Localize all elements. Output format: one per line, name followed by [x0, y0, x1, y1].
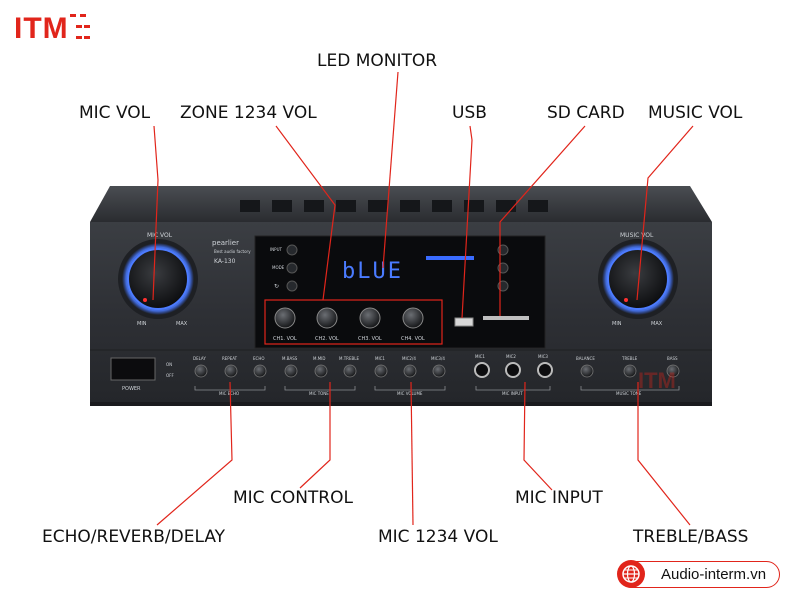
left-min-label: MIN	[137, 321, 147, 327]
display-button-mode-label: MODE	[272, 265, 285, 270]
logo-text: ITM	[14, 12, 69, 45]
watermark: ITM	[638, 368, 676, 393]
right-max-label: MAX	[651, 321, 663, 327]
power-label: POWER	[122, 386, 141, 392]
callout-mic-control: MIC CONTROL	[233, 488, 353, 508]
display-button-repeat-label: ↻	[274, 283, 279, 290]
knob-label-mic3: MIC3/4	[431, 356, 445, 361]
callout-usb: USB	[452, 103, 487, 123]
knob-label-treble: TREBLE	[621, 356, 638, 361]
brand-tagline: Best audio factory	[214, 249, 251, 254]
website-badge[interactable]: Audio-interm.vn	[617, 560, 780, 588]
knob-label-bass: BASS	[667, 356, 678, 361]
knob-label-echo: ECHO	[253, 356, 264, 361]
display-button-input-label: INPUT	[270, 247, 283, 252]
led-display-text: bLUE	[342, 259, 403, 284]
group-mic-input: MIC INPUT	[502, 391, 523, 396]
brand-name: pearlier	[212, 239, 239, 247]
callout-mic-1234-vol: MIC 1234 VOL	[378, 527, 498, 547]
itm-logo: ITM	[14, 14, 69, 44]
knob-label-balance: BALANCE	[576, 356, 595, 361]
knob-label-mic2: MIC2/4	[402, 356, 416, 361]
knob-label-delay: DELAY	[193, 356, 206, 361]
model-label: KA-130	[214, 258, 236, 265]
callout-zone-vol: ZONE 1234 VOL	[180, 103, 317, 123]
jack-label-mic2: MIC2	[506, 354, 516, 359]
knob-label-m-bass: M.BASS	[282, 356, 298, 361]
callout-mic-input: MIC INPUT	[515, 488, 603, 508]
callout-treble-bass: TREBLE/BASS	[633, 527, 749, 547]
callout-music-vol: MUSIC VOL	[648, 103, 743, 123]
group-music-tone: MUSIC TONE	[616, 391, 642, 396]
knob-label-mic1: MIC1	[375, 356, 385, 361]
left-knob-label: MIC VOL	[147, 232, 173, 239]
left-max-label: MAX	[176, 321, 188, 327]
jack-label-mic1: MIC1	[475, 354, 485, 359]
callout-echo-reverb-delay: ECHO/REVERB/DELAY	[42, 527, 226, 547]
callout-sd-card: SD CARD	[547, 103, 625, 123]
knob-label-m-treble: M.TREBLE	[339, 356, 359, 361]
right-knob-label: MUSIC VOL	[620, 232, 654, 239]
callout-led-monitor: LED MONITOR	[317, 51, 438, 71]
website-url: Audio-interm.vn	[661, 566, 767, 583]
zone-label-ch3: CH3. VOL	[358, 336, 382, 342]
power-off-label: OFF	[166, 373, 174, 378]
zone-label-ch2: CH2. VOL	[315, 336, 339, 342]
knob-label-repeat: REPEAT	[222, 356, 238, 361]
logo-mark	[70, 14, 90, 39]
zone-label-ch1: CH1. VOL	[273, 336, 297, 342]
globe-icon	[617, 560, 645, 588]
group-mic-tone: MIC TONE	[309, 391, 329, 396]
jack-label-mic3: MIC3	[538, 354, 548, 359]
group-mic-volume: MIC VOLUME	[397, 391, 423, 396]
power-on-label: ON	[166, 362, 172, 367]
callout-mic-vol: MIC VOL	[79, 103, 151, 123]
zone-label-ch4: CH4. VOL	[401, 336, 425, 342]
right-min-label: MIN	[612, 321, 622, 327]
group-mic-echo: MIC ECHO	[219, 391, 239, 396]
knob-label-m-mid: M.MID	[313, 356, 325, 361]
